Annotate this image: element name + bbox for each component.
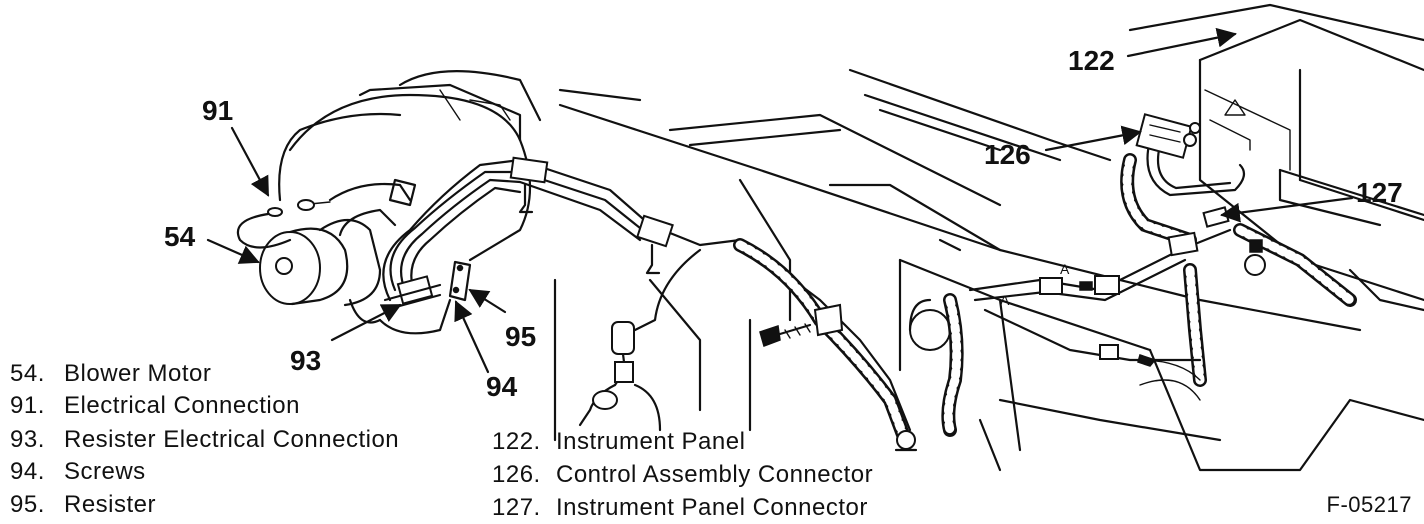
connector-letter-a2: A <box>1000 292 1010 308</box>
legend-label: Instrument Panel <box>556 428 746 455</box>
legend-item-127: 127. Instrument Panel Connector <box>492 494 868 522</box>
callout-94: 94 <box>486 371 518 402</box>
callout-91: 91 <box>202 95 233 126</box>
legend-number: 126. <box>492 461 541 488</box>
blower-motor-drawing <box>236 178 417 307</box>
legend-item-126: 126. Control Assembly Connector <box>492 461 873 489</box>
callout-54: 54 <box>164 221 196 252</box>
connectors-drawing <box>383 113 1266 452</box>
legend-number: 54. <box>10 360 45 387</box>
legend-item-95: 95. Resister <box>10 491 156 519</box>
legend-number: 95. <box>10 491 45 518</box>
legend-item-94: 94. Screws <box>10 458 146 486</box>
dash-structure-drawing <box>553 68 1424 472</box>
callout-93: 93 <box>290 345 321 376</box>
legend-label: Resister Electrical Connection <box>64 426 400 453</box>
legend-label: Control Assembly Connector <box>556 461 874 488</box>
blower-housing-drawing <box>278 70 542 335</box>
legend-label: Resister <box>64 491 157 518</box>
legend-label: Blower Motor <box>64 360 212 387</box>
legend-item-93: 93. Resister Electrical Connection <box>10 426 399 454</box>
callout-122: 122 <box>1068 45 1115 76</box>
legend-number: 94. <box>10 458 45 485</box>
legend-number: 91. <box>10 392 45 419</box>
legend-item-91: 91. Electrical Connection <box>10 392 300 420</box>
legend-label: Electrical Connection <box>64 392 300 419</box>
figure-id: F-05217 <box>1326 492 1412 517</box>
legend-label: Instrument Panel Connector <box>556 494 868 521</box>
legend-label: Screws <box>64 458 146 485</box>
legend-number: 122. <box>492 428 541 455</box>
callout-95: 95 <box>505 321 536 352</box>
legend-item-122: 122. Instrument Panel <box>492 428 745 456</box>
leader-arrows <box>206 27 1354 374</box>
callout-127: 127 <box>1356 177 1403 208</box>
legend-number: 127. <box>492 494 541 521</box>
connector-letter-a1: A <box>1060 261 1070 277</box>
callout-126: 126 <box>984 139 1031 170</box>
legend-number: 93. <box>10 426 45 453</box>
legend-item-54: 54. Blower Motor <box>10 360 211 388</box>
